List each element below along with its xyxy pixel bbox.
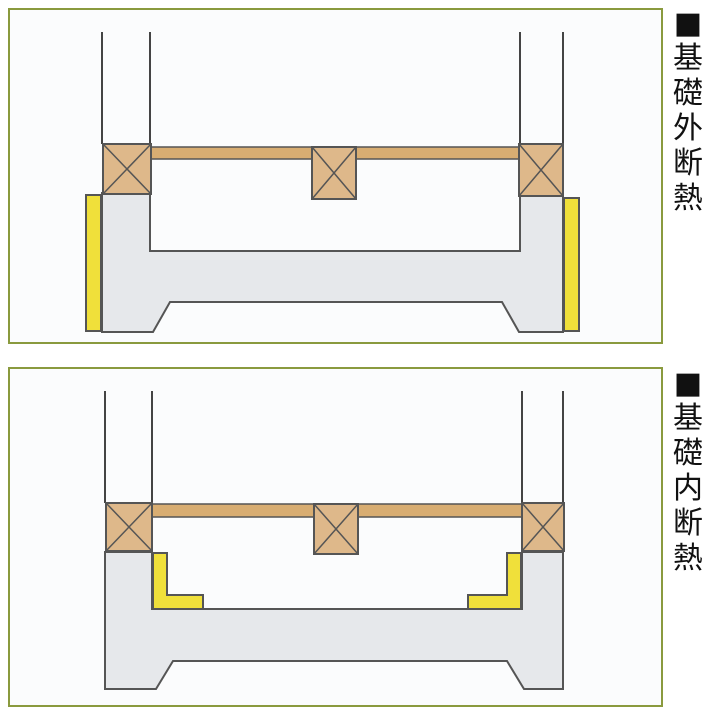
- diagram-exterior-insulation: [8, 8, 663, 344]
- insulation-interior-right: [467, 552, 522, 610]
- sill-right: [521, 502, 565, 552]
- sill-center: [313, 503, 359, 555]
- label-exterior-insulation: ■ 基 礎 外 断 熱: [673, 6, 703, 216]
- foundation-section-interior: [104, 391, 565, 690]
- insulation-interior-left: [152, 552, 204, 610]
- sill-left: [102, 143, 152, 195]
- label-interior-insulation: ■ 基 礎 内 断 熱: [673, 366, 703, 576]
- diagram-interior-insulation: [8, 367, 663, 707]
- sill-left: [105, 502, 153, 552]
- insulation-exterior-left: [85, 194, 102, 332]
- foundation-section-exterior: [85, 32, 580, 333]
- sill-center: [311, 146, 357, 200]
- concrete-foundation: [101, 192, 564, 333]
- concrete-foundation: [104, 551, 564, 690]
- sill-right: [518, 143, 564, 197]
- insulation-exterior-right: [563, 197, 580, 332]
